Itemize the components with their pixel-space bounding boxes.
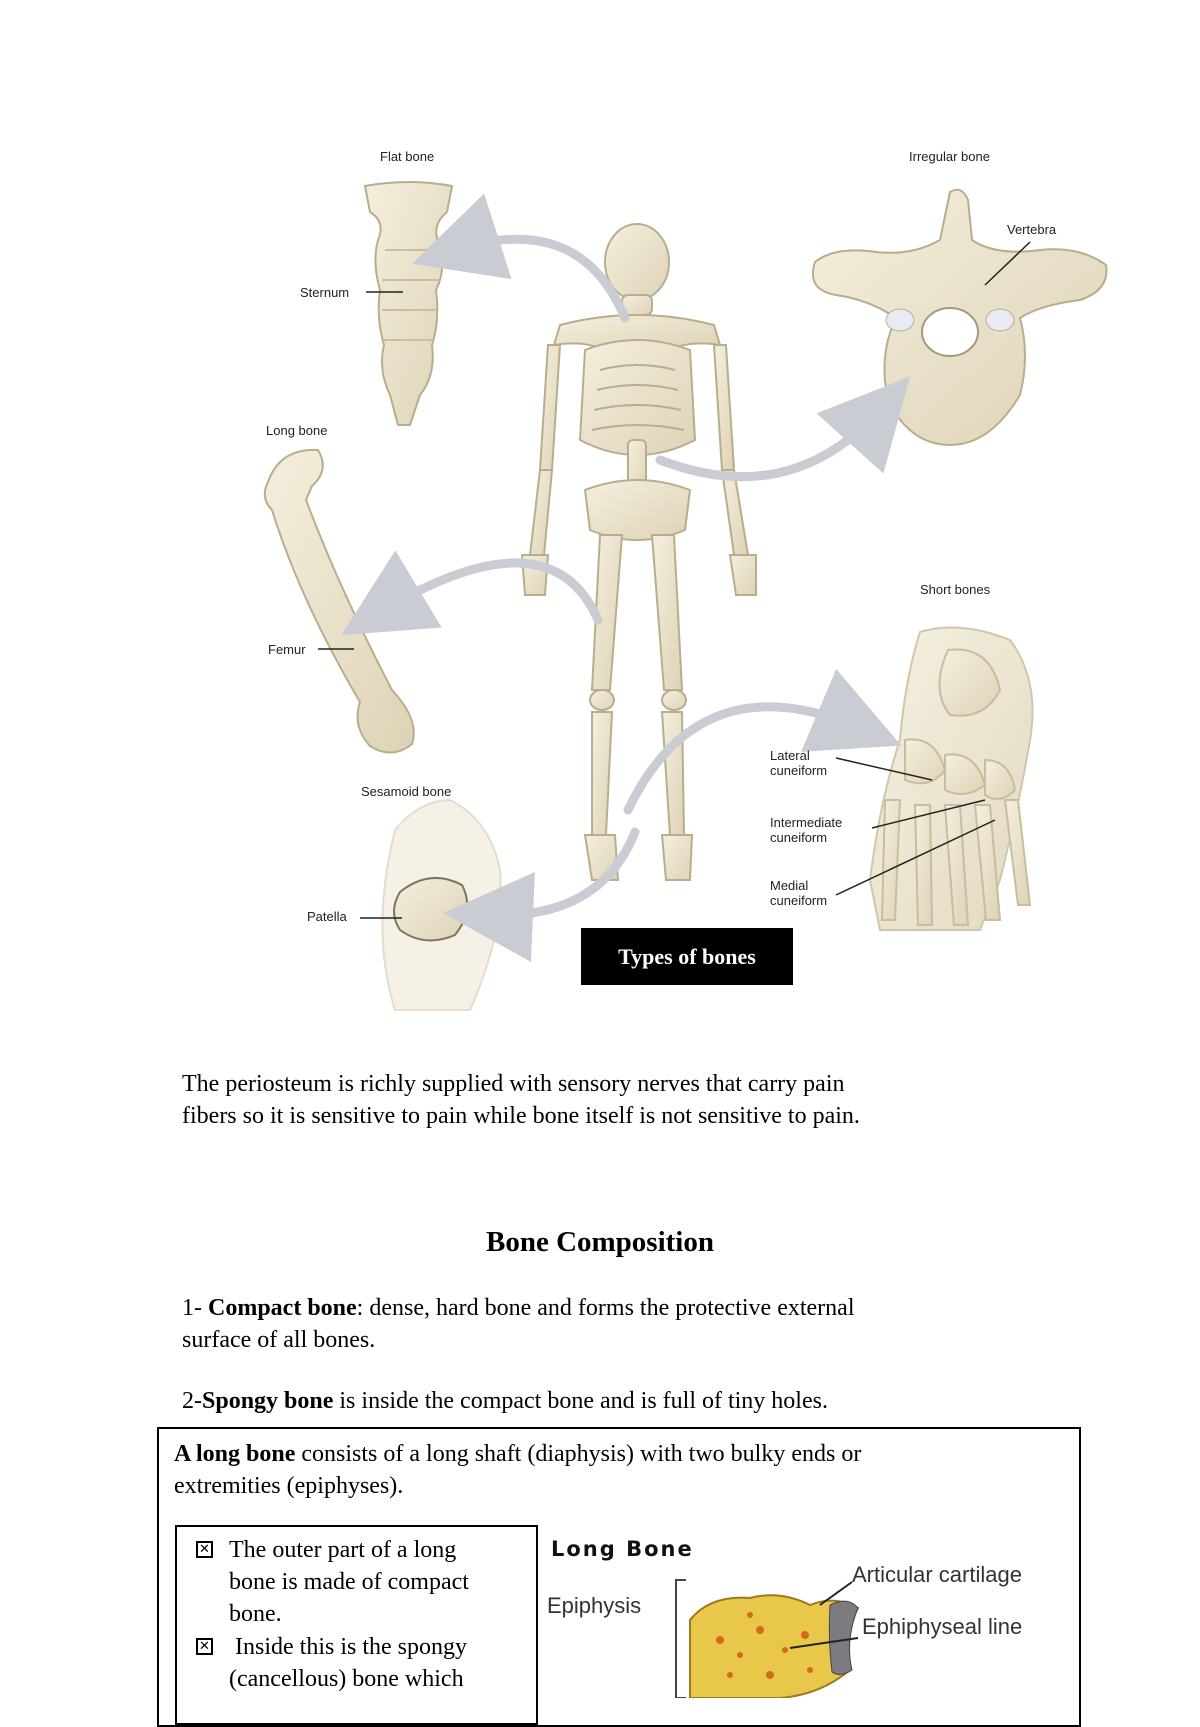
spongy-bone-item: 2-Spongy bone is inside the compact bone… [182, 1385, 828, 1417]
label-medial-cuneiform: Medial cuneiform [770, 878, 827, 908]
compact-bone-line2: surface of all bones. [182, 1324, 854, 1356]
label-medial-line2: cuneiform [770, 893, 827, 908]
label-lateral-cuneiform: Lateral cuneiform [770, 748, 827, 778]
bullet2-line2: (cancellous) bone which [229, 1663, 467, 1695]
label-long-bone: Long bone [266, 423, 327, 438]
sternum-drawing [365, 182, 452, 425]
compact-bone-line1: 1- Compact bone: dense, hard bone and fo… [182, 1292, 854, 1324]
label-femur: Femur [268, 642, 306, 657]
compact-bone-item: 1- Compact bone: dense, hard bone and fo… [182, 1292, 854, 1356]
bullet-item-2: Inside this is the spongy (cancellous) b… [229, 1631, 467, 1695]
item1-prefix: 1- [182, 1295, 208, 1321]
bullet1-line3: bone. [229, 1598, 469, 1630]
label-intermediate-line1: Intermediate [770, 815, 842, 830]
intro-rest: consists of a long shaft (diaphysis) wit… [295, 1441, 861, 1467]
intro-term: A long bone [174, 1441, 295, 1467]
label-sesamoid-bone: Sesamoid bone [361, 784, 451, 799]
item2-rest: is inside the compact bone and is full o… [333, 1388, 828, 1414]
figure-caption: Types of bones [581, 928, 793, 985]
label-lateral-line1: Lateral [770, 748, 827, 763]
vertebra-drawing [813, 190, 1107, 445]
label-sternum: Sternum [300, 285, 349, 300]
periosteum-line2: fibers so it is sensitive to pain while … [182, 1100, 860, 1132]
bullet-item-1: The outer part of a long bone is made of… [229, 1534, 469, 1630]
item1-rest: : dense, hard bone and forms the protect… [357, 1295, 855, 1321]
long-bone-diagram [540, 1560, 1080, 1698]
bullet1-line2: bone is made of compact [229, 1566, 469, 1598]
item1-term: Compact bone [208, 1295, 357, 1321]
label-vertebra: Vertebra [1007, 222, 1056, 237]
bullet1-line1: The outer part of a long [229, 1534, 469, 1566]
label-lateral-line2: cuneiform [770, 763, 827, 778]
long-bone-diagram-title: Long Bone [551, 1537, 694, 1561]
long-bone-intro: A long bone consists of a long shaft (di… [174, 1438, 861, 1502]
periosteum-paragraph: The periosteum is richly supplied with s… [182, 1068, 860, 1132]
label-intermediate-cuneiform: Intermediate cuneiform [770, 815, 842, 845]
intro-line1: A long bone consists of a long shaft (di… [174, 1438, 861, 1470]
label-medial-line1: Medial [770, 878, 827, 893]
periosteum-line1: The periosteum is richly supplied with s… [182, 1068, 860, 1100]
section-heading: Bone Composition [0, 1226, 1200, 1259]
foot-drawing [870, 628, 1033, 931]
checkbox-x-icon: ✕ [196, 1638, 213, 1655]
bone-types-illustration [0, 0, 1200, 1050]
intro-line2: extremities (epiphyses). [174, 1470, 861, 1502]
epiphysis-bracket [676, 1580, 686, 1698]
knee-drawing [360, 292, 501, 1010]
label-patella: Patella [307, 909, 347, 924]
item2-prefix: 2- [182, 1388, 202, 1414]
label-flat-bone: Flat bone [380, 149, 434, 164]
checkbox-x-icon: ✕ [196, 1541, 213, 1558]
bullet2-line1: Inside this is the spongy [229, 1631, 467, 1663]
item2-term: Spongy bone [202, 1388, 333, 1414]
label-short-bones: Short bones [920, 582, 990, 597]
label-irregular-bone: Irregular bone [909, 149, 990, 164]
label-intermediate-line2: cuneiform [770, 830, 842, 845]
